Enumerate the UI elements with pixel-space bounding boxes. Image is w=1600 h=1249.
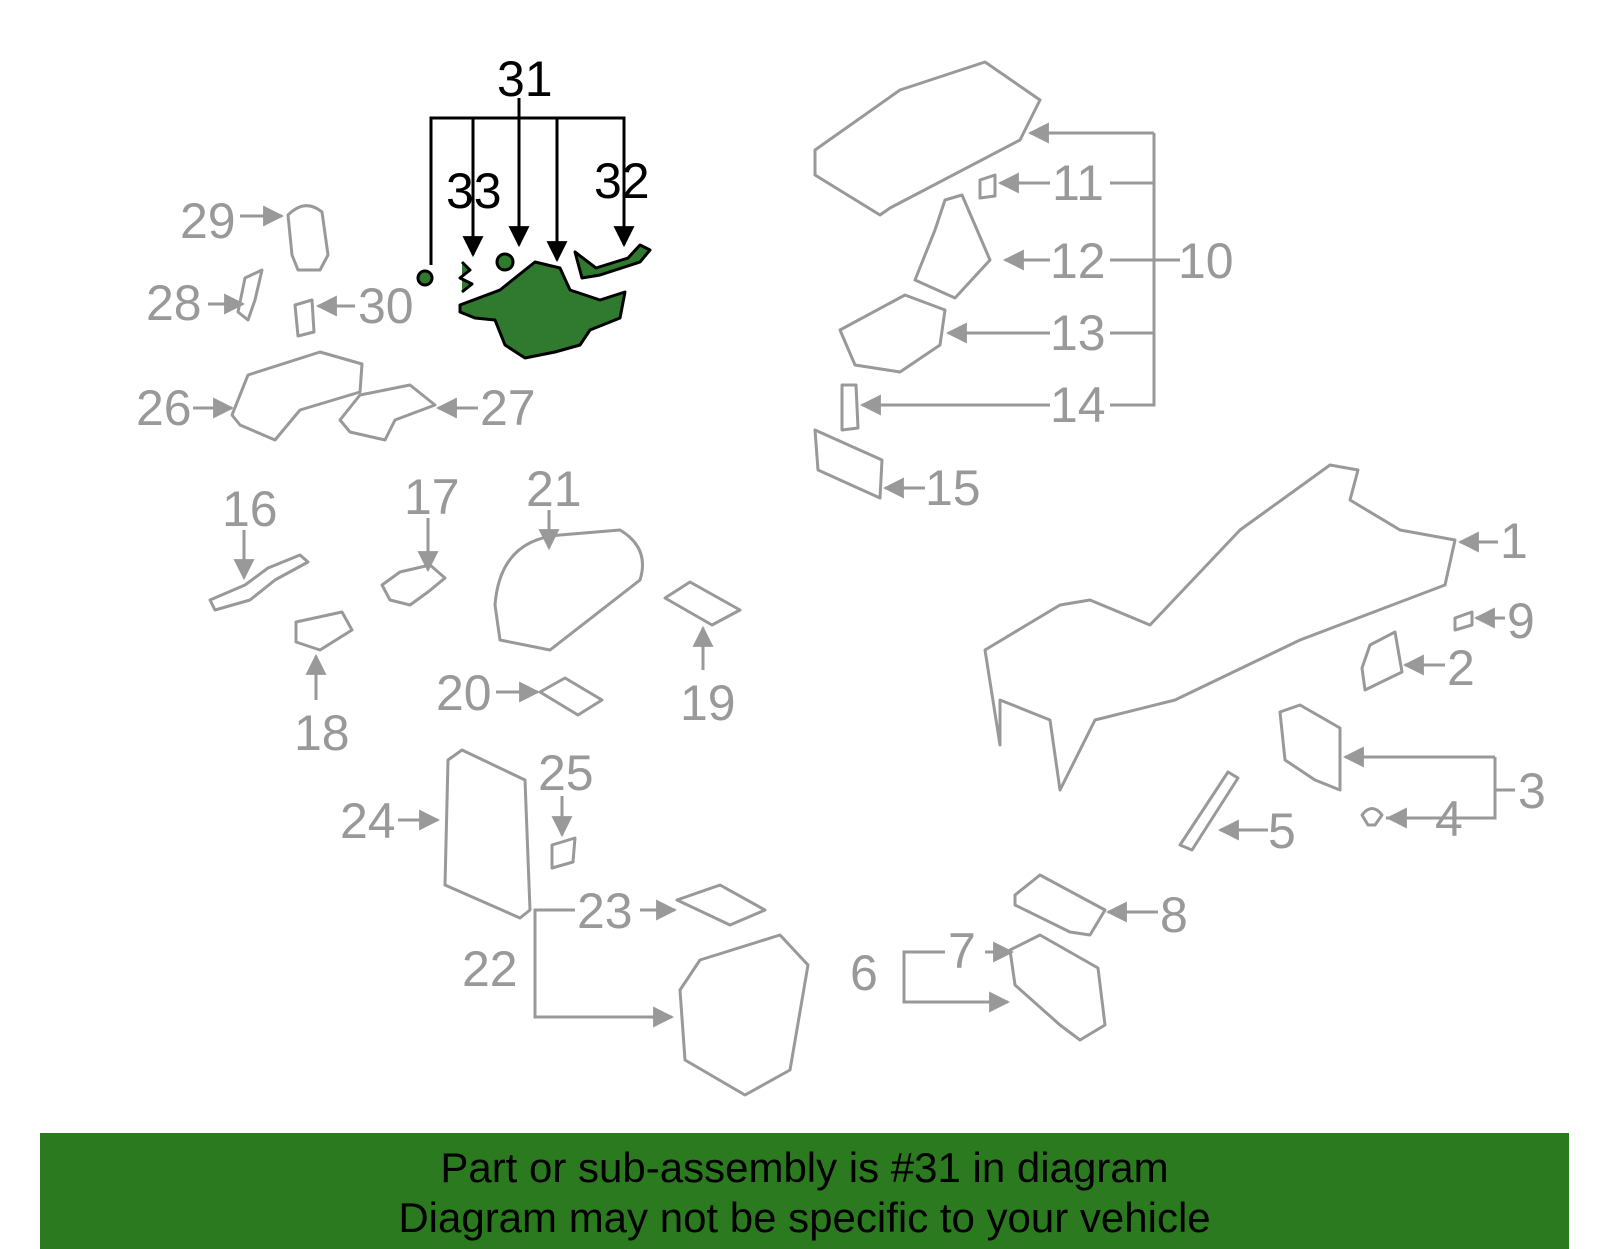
part-9-clip[interactable]: 9 [1453,593,1535,649]
callout-27: 27 [480,380,536,436]
callout-19: 19 [680,675,736,731]
part-3-bracket[interactable]: 3 4 [1278,703,1546,847]
part-23-shape [675,883,767,927]
part-22-23-bin[interactable]: 23 22 [462,883,810,1097]
part-21-armrest[interactable]: 21 [493,461,644,652]
part-16-socket[interactable]: 16 [208,481,310,612]
callout-21: 21 [526,461,582,517]
callout-20: 20 [436,665,492,721]
part-1-center-console[interactable]: 1 [983,463,1528,792]
callout-13: 13 [1050,305,1106,361]
part-27-indicator-plate[interactable]: 27 [338,380,536,442]
part-30-cap[interactable]: 30 [293,278,414,338]
callout-28: 28 [146,275,202,331]
nut-icon [495,252,515,272]
callout-30: 30 [358,278,414,334]
part-22-shape [678,933,810,1097]
part-6-7-bracket[interactable]: 7 6 [850,923,1107,1042]
callout-18: 18 [294,705,350,761]
banner-line-2: Diagram may not be specific to your vehi… [398,1194,1211,1241]
callout-1: 1 [1500,513,1528,569]
shifter-base-icon [458,260,627,360]
part-20-pad[interactable]: 20 [436,665,604,721]
part-14-bolt-icon [840,383,860,432]
callout-29: 29 [180,193,236,249]
part-8-tray[interactable]: 8 [1013,873,1188,943]
callout-12: 12 [1050,233,1106,289]
callout-4: 4 [1435,791,1463,847]
part-26-bezel[interactable]: 26 [136,350,364,442]
bolt-icon [416,269,434,287]
callout-9: 9 [1507,593,1535,649]
info-banner: Part or sub-assembly is #31 in diagram D… [40,1133,1569,1249]
part-29-shift-knob[interactable]: 29 [180,193,330,272]
callout-16: 16 [222,481,278,537]
part-5-trim[interactable]: 5 [1178,770,1296,859]
part-10-console-icon [813,60,1042,217]
part-17-socket[interactable]: 17 [380,469,460,607]
callout-2: 2 [1447,640,1475,696]
callout-22: 22 [462,941,518,997]
part-4-clip-icon [1360,807,1384,827]
part-15-panel-icon [813,428,884,500]
part-19-pad[interactable]: 19 [663,580,742,731]
callout-26: 26 [136,380,192,436]
callout-31: 31 [497,51,553,107]
callout-32: 32 [594,153,650,209]
part-10-console-assembly[interactable]: 11 12 10 13 14 15 [813,60,1234,516]
callout-24: 24 [340,793,396,849]
part-2-bracket[interactable]: 2 [1360,630,1475,696]
part-25-clip[interactable]: 25 [538,745,594,870]
banner-line-1: Part or sub-assembly is #31 in diagram [440,1144,1169,1191]
callout-8: 8 [1160,887,1188,943]
callout-3: 3 [1518,763,1546,819]
callout-17: 17 [404,469,460,525]
callout-5: 5 [1268,803,1296,859]
callout-7: 7 [948,923,976,979]
callout-23: 23 [577,883,633,939]
clip-icon [458,260,474,294]
part-11-clip-icon [978,173,997,200]
callout-14: 14 [1050,377,1106,433]
part-12-boot-icon [913,193,992,300]
part-18-switch[interactable]: 18 [294,610,354,761]
callout-6: 6 [850,945,878,1001]
part-24-panel[interactable]: 24 [340,748,532,920]
part-13-cupholder-icon [838,293,947,374]
callout-25: 25 [538,745,594,801]
callout-33: 33 [446,163,502,219]
callout-15: 15 [925,460,981,516]
part-28-trim[interactable]: 28 [146,268,264,331]
part-31-shifter-assembly[interactable]: 31 32 33 [416,51,652,360]
callout-10: 10 [1178,233,1234,289]
shifter-cable-icon [573,243,652,280]
callout-11: 11 [1052,155,1104,211]
